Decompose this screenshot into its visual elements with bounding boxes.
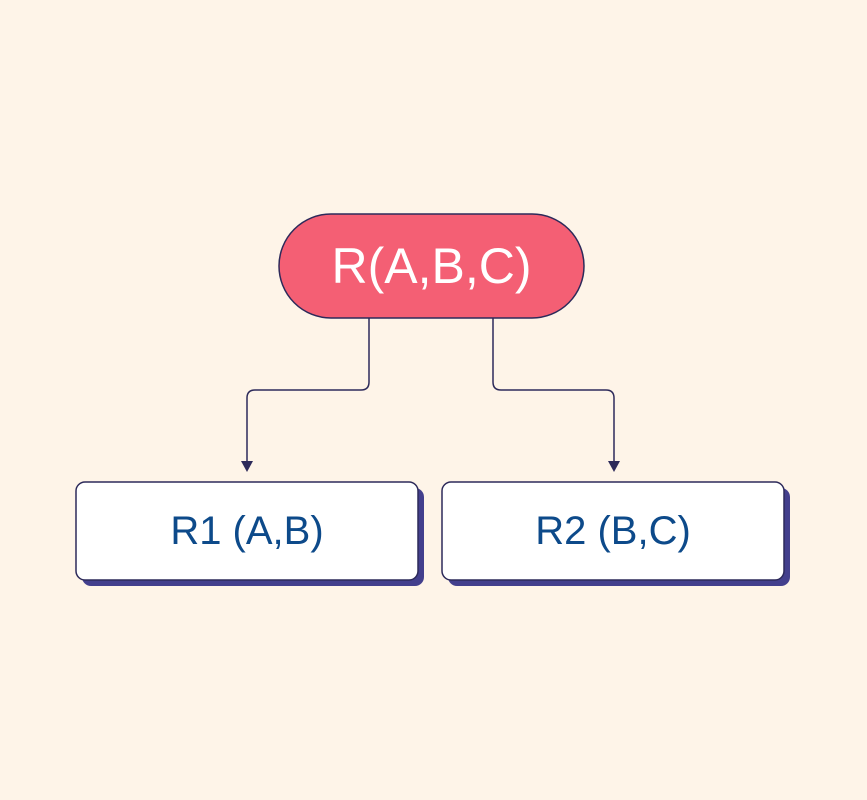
r2-node — [441, 481, 785, 581]
root-node — [278, 213, 585, 319]
r2-node-label: R2 (B,C) — [535, 508, 691, 553]
root-node-label: R(A,B,C) — [331, 238, 532, 294]
r1-node-label: R1 (A,B) — [170, 508, 324, 553]
r1-node — [75, 481, 419, 581]
connector-root-to-r1 — [246, 318, 370, 462]
connector-root-to-r2 — [492, 318, 615, 462]
arrow-head-r2 — [608, 461, 620, 472]
arrow-head-r1 — [241, 461, 253, 472]
